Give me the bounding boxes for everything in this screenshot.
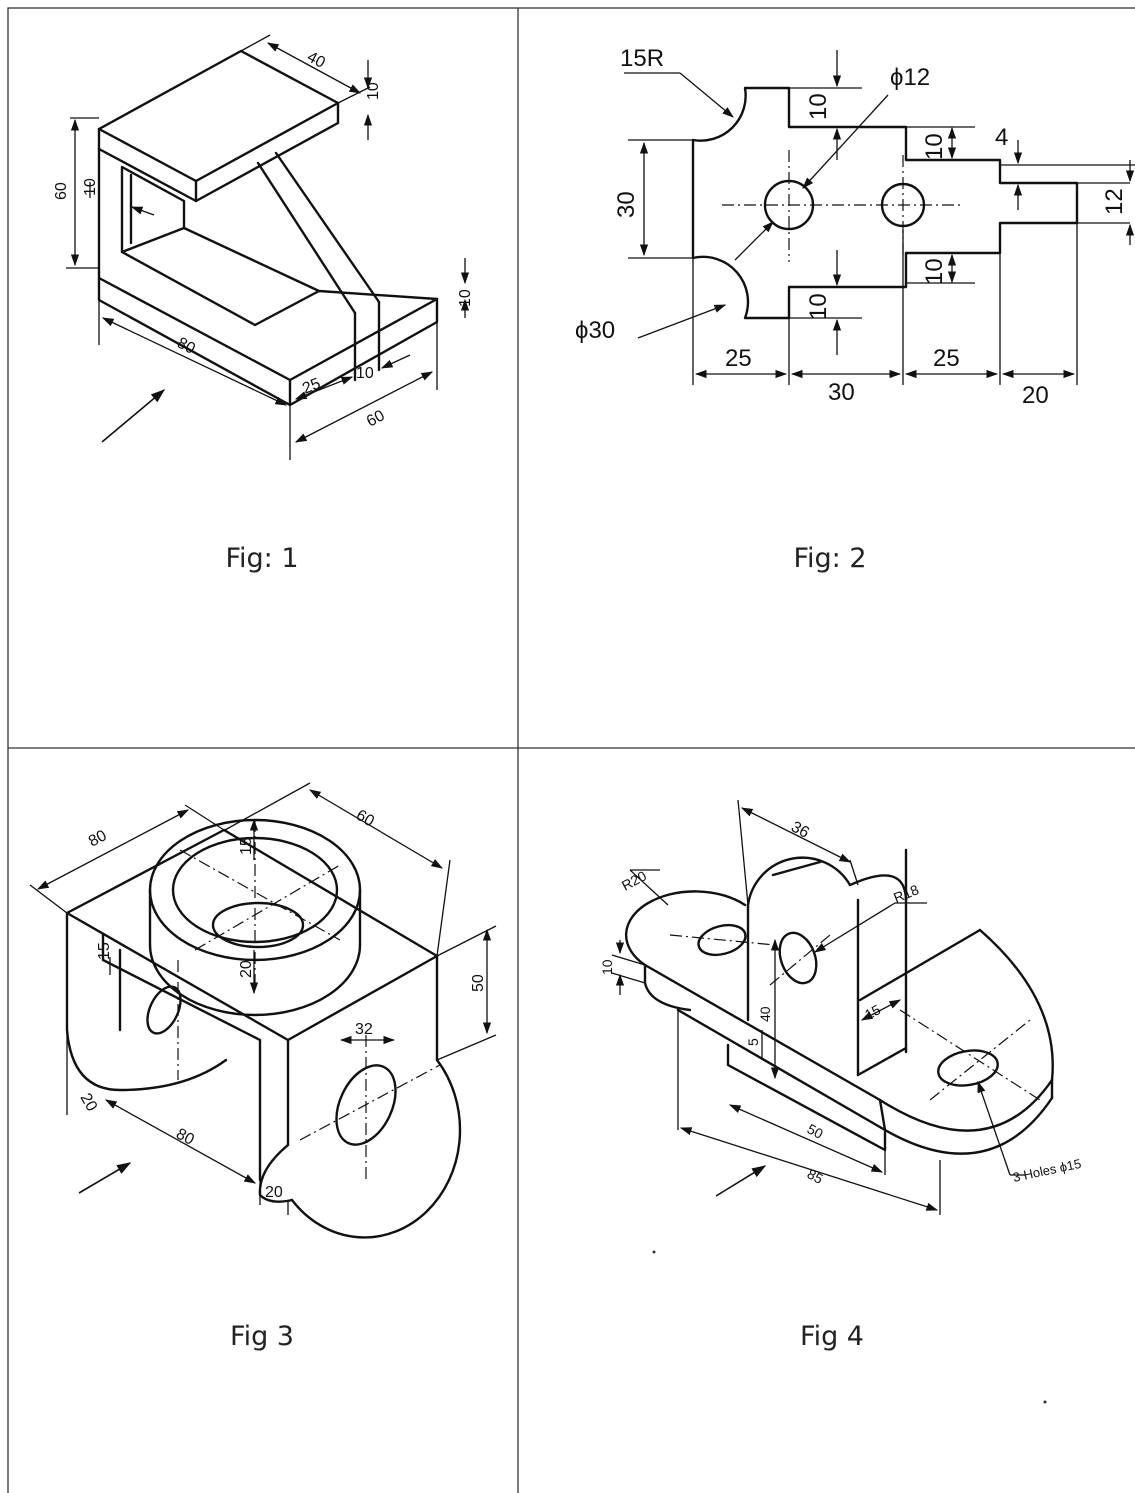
fig3-dim-20-depth: 20 — [238, 960, 255, 978]
fig1-dim-80: 80 — [174, 335, 198, 358]
fig2-dim-20: 20 — [1022, 382, 1049, 409]
fig1-caption: Fig: 1 — [225, 543, 298, 574]
fig4-dim-40: 40 — [757, 1006, 773, 1022]
fig3-caption: Fig 3 — [230, 1321, 294, 1352]
fig1-dim-25: 25 — [300, 375, 323, 397]
fig2-dim-25-right: 25 — [933, 345, 960, 372]
fig4-dim-15: 15 — [862, 1001, 883, 1023]
fig3-dim-80-bottom: 80 — [173, 1126, 197, 1149]
fig3-dim-20-right: 20 — [265, 1184, 283, 1201]
fig1-dim-60-depth: 60 — [364, 407, 388, 430]
fig1-dim-40: 40 — [304, 49, 328, 72]
fig4-dim-50: 50 — [805, 1121, 826, 1143]
fig3-dim-60: 60 — [353, 807, 377, 831]
fig1-dim-10-base: 10 — [457, 289, 474, 307]
fig4-dim-85: 85 — [805, 1166, 826, 1188]
fig2-dim-12: 12 — [1101, 188, 1128, 215]
fig2-dim-10-top: 10 — [805, 93, 832, 120]
fig3-dim-32: 32 — [355, 1021, 373, 1038]
fig3-dim-15-leg: 15 — [96, 942, 113, 960]
fig1-dim-10-wall: 10 — [82, 178, 99, 196]
figure-1: 40 10 60 10 10 80 25 10 60 Fig: 1 — [53, 34, 474, 574]
fig3-dim-15-cylinder: 15 — [238, 837, 255, 855]
fig2-dim-10-right-upper: 10 — [921, 133, 948, 160]
fig4-dim-R18: R18 — [891, 881, 921, 906]
sheet-frame — [7, 7, 1135, 1493]
fig4-holes-note: 3 Holes ϕ15 — [1012, 1156, 1083, 1185]
fig4-caption: Fig 4 — [800, 1321, 864, 1352]
fig1-dim-60-height: 60 — [53, 182, 70, 200]
fig4-dim-R20: R20 — [619, 867, 649, 893]
fig2-dim-10-right-lower: 10 — [921, 258, 948, 285]
fig3-dim-50: 50 — [470, 974, 487, 992]
fig4-dim-10: 10 — [599, 959, 615, 975]
fig2-dim-15R: 15R — [620, 45, 664, 72]
figure-4: 36 R20 R18 10 40 5 15 50 85 3 Holes ϕ15 … — [599, 799, 1083, 1352]
fig1-dim-10-rib: 10 — [356, 365, 374, 382]
figure-3: 80 60 15 15 20 50 32 20 80 20 Fig 3 — [29, 782, 497, 1352]
fig2-dim-phi30: ϕ30 — [575, 317, 615, 344]
fig2-caption: Fig: 2 — [793, 543, 866, 574]
fig3-dim-80-top: 80 — [86, 827, 110, 850]
fig2-dim-30-vertical: 30 — [613, 191, 640, 218]
fig2-dim-phi12: ϕ12 — [890, 64, 930, 91]
fig2-dim-4: 4 — [995, 124, 1008, 151]
fig1-dim-10-top: 10 — [365, 82, 382, 100]
fig2-dim-30-horizontal: 30 — [828, 379, 855, 406]
fig3-dim-20-left: 20 — [77, 1091, 101, 1115]
fig2-dim-10-bottom: 10 — [805, 293, 832, 320]
fig4-dim-5: 5 — [745, 1038, 761, 1046]
fig4-dim-36: 36 — [788, 819, 812, 842]
fig2-dim-25-left: 25 — [725, 345, 752, 372]
figure-2: 15R ϕ12 10 10 4 30 12 10 10 ϕ30 25 30 25… — [575, 45, 1135, 574]
